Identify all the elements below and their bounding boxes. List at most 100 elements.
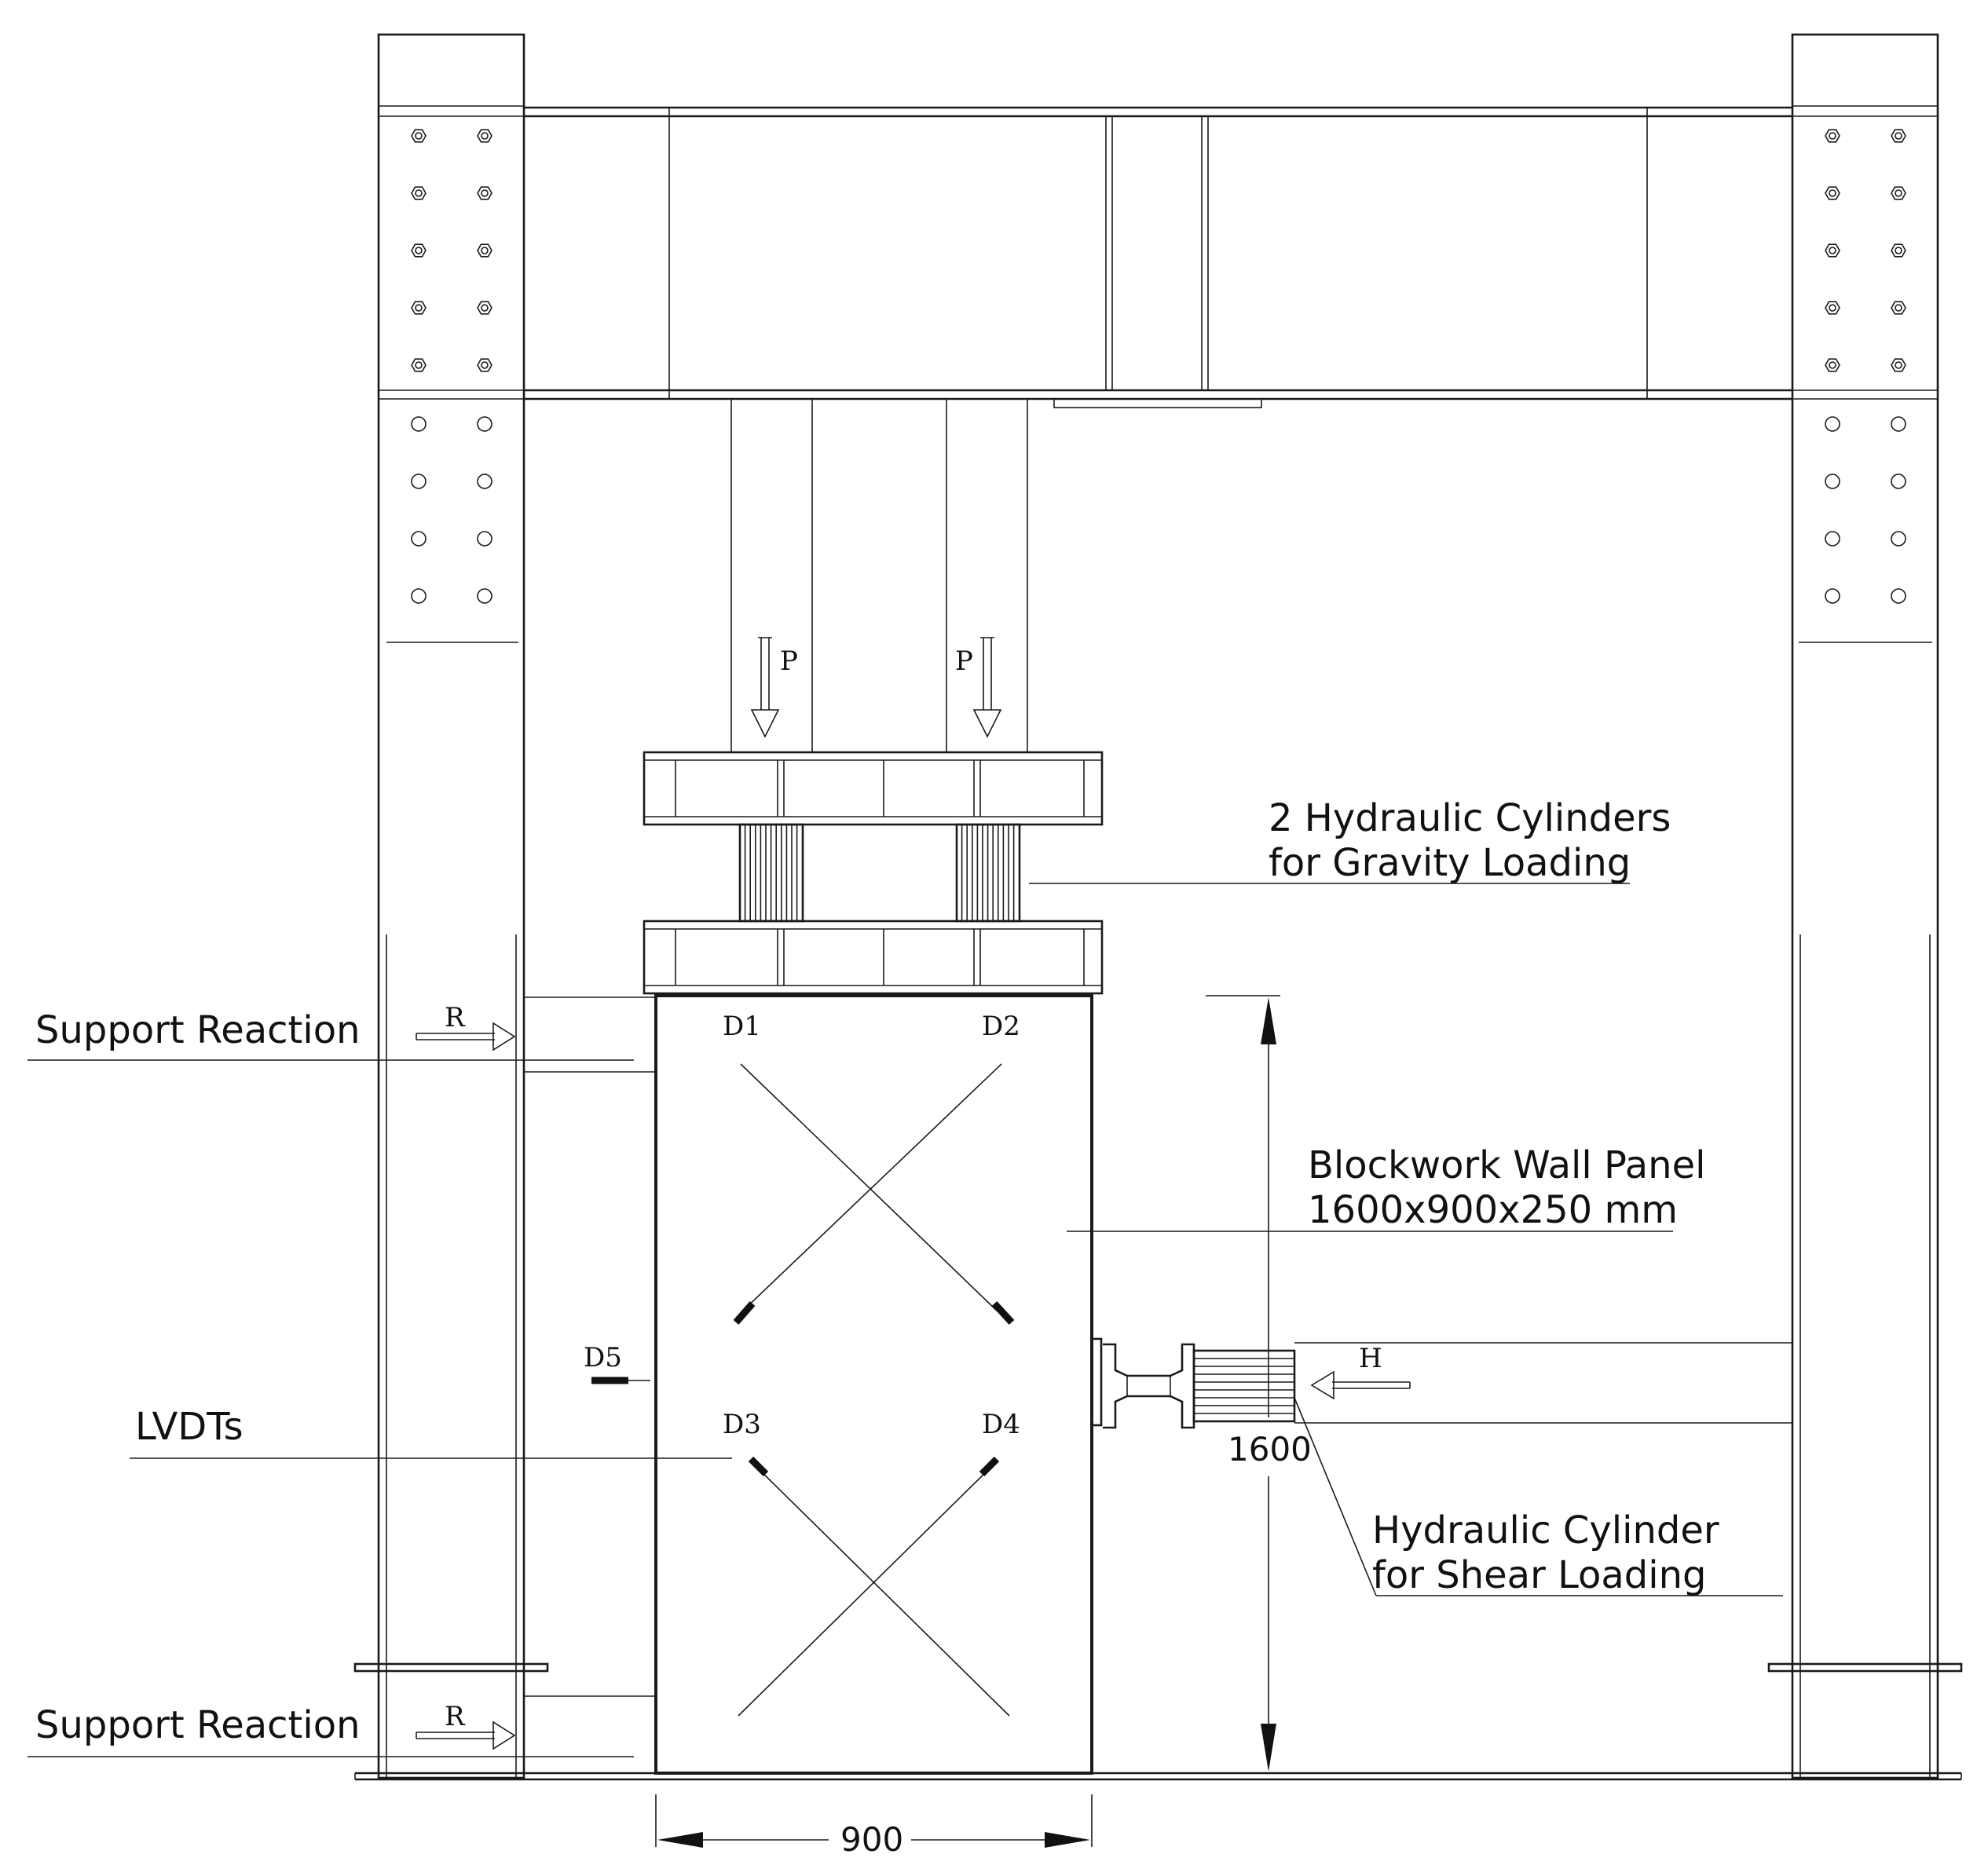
bolt-hole — [1891, 588, 1906, 604]
reaction-label-bottom: R — [445, 1701, 466, 1732]
bolt-nut — [1825, 129, 1840, 143]
bolt-nut — [411, 358, 427, 372]
bolt-hole — [411, 531, 427, 547]
bolt-shank — [481, 132, 489, 140]
gravity-cylinders-label-line1: 2 Hydraulic Cylinders — [1269, 796, 1671, 840]
bolt-hole — [477, 531, 492, 547]
bolt-hole — [1825, 531, 1840, 547]
lvdt-d4-label: D4 — [982, 1409, 1020, 1440]
bolt-nut — [411, 129, 427, 143]
bolt-nut — [411, 186, 427, 200]
lvdt-d5-label: D5 — [584, 1342, 622, 1373]
bolt-hole — [477, 474, 492, 489]
leader-lines — [27, 883, 1783, 1757]
gravity-cylinder-left — [738, 823, 804, 923]
shear-loading-assembly — [1090, 1337, 1296, 1429]
gravity-cylinder-right — [955, 823, 1021, 923]
support-reaction-label-bottom: Support Reaction — [35, 1703, 360, 1747]
bolt-nut — [1891, 186, 1906, 200]
bolt-nut — [411, 243, 427, 258]
bolt-nut — [1891, 243, 1906, 258]
reaction-arrow-bottom — [416, 1721, 516, 1750]
top-beam — [524, 106, 1792, 408]
wall-panel-label-line1: Blockwork Wall Panel — [1308, 1143, 1705, 1187]
bolt-shank — [415, 189, 423, 197]
bolt-nut — [1825, 301, 1840, 315]
bolt-shank — [1895, 132, 1902, 140]
bolt-shank — [415, 132, 423, 140]
bolt-nut — [411, 301, 427, 315]
bolt-hole — [1825, 474, 1840, 489]
gravity-load-label-right: P — [955, 645, 973, 677]
shear-cylinder-label-line1: Hydraulic Cylinder — [1372, 1508, 1719, 1552]
bolt-shank — [481, 304, 489, 312]
bolt-nut — [1825, 243, 1840, 258]
bolt-hole — [1825, 416, 1840, 432]
bolt-hole — [1825, 588, 1840, 604]
wall-panel-label-line2: 1600x900x250 mm — [1308, 1188, 1678, 1232]
upper-spreader-beam — [643, 751, 1104, 826]
height-dimension-value: 1600 — [1228, 1430, 1312, 1468]
bolt-nut — [1891, 301, 1906, 315]
reaction-label-top: R — [445, 1002, 466, 1033]
bolt-hole — [411, 474, 427, 489]
bolt-nut — [477, 186, 492, 200]
right-column — [1767, 33, 1963, 1779]
loading-posts — [730, 399, 1028, 752]
bolt-hole — [411, 416, 427, 432]
shear-load-arrow — [1310, 1370, 1411, 1400]
bolt-nut — [477, 358, 492, 372]
bolt-shank — [1829, 361, 1836, 369]
bolt-shank — [1895, 361, 1902, 369]
lvdt-diagonals — [738, 1063, 1010, 1717]
lvdt-d3-label: D3 — [723, 1409, 761, 1440]
support-reaction-label-top: Support Reaction — [35, 1008, 360, 1052]
gravity-load-arrow-left — [750, 637, 780, 738]
bolt-nut — [477, 301, 492, 315]
bolt-nut — [477, 243, 492, 258]
bolt-shank — [1829, 304, 1836, 312]
height-dimension — [1206, 995, 1280, 1774]
bolt-nut — [1891, 358, 1906, 372]
shear-cylinder-label-line2: for Shear Loading — [1372, 1553, 1706, 1597]
bolt-shank — [1829, 247, 1836, 254]
lvdts-label: LVDTs — [135, 1405, 243, 1449]
top-support-block — [524, 996, 656, 1073]
bolt-nut — [1891, 129, 1906, 143]
bolt-hole — [1891, 416, 1906, 432]
wall-panel — [654, 994, 1093, 1775]
width-dimension-value: 900 — [840, 1820, 903, 1859]
column-bolts — [411, 129, 1906, 604]
bolt-hole — [1891, 474, 1906, 489]
bolt-hole — [477, 588, 492, 604]
left-column — [353, 33, 549, 1779]
bolt-shank — [481, 361, 489, 369]
gravity-cylinders-label-line2: for Gravity Loading — [1269, 841, 1631, 885]
lvdt-d1-label: D1 — [723, 1011, 761, 1042]
bolt-shank — [415, 247, 423, 254]
bolt-nut — [1825, 186, 1840, 200]
shear-cylinder-body — [1194, 1358, 1294, 1414]
bolt-shank — [481, 247, 489, 254]
bolt-shank — [1895, 304, 1902, 312]
bolt-hole — [411, 588, 427, 604]
bolt-shank — [1829, 132, 1836, 140]
lvdt-d2-label: D2 — [982, 1011, 1020, 1042]
width-dimension — [655, 1794, 1093, 1848]
bolt-shank — [415, 361, 423, 369]
shear-reaction-beam — [1294, 1342, 1792, 1424]
bolt-shank — [1895, 189, 1902, 197]
bolt-shank — [415, 304, 423, 312]
reaction-arrow-top — [416, 1022, 516, 1051]
shear-load-label: H — [1359, 1343, 1382, 1374]
gravity-load-arrow-right — [972, 637, 1002, 738]
bolt-nut — [477, 129, 492, 143]
bolt-hole — [1891, 531, 1906, 547]
lvdt-sensors — [591, 1300, 1015, 1477]
floor-beam — [354, 1772, 1962, 1781]
bolt-shank — [1829, 189, 1836, 197]
bolt-hole — [477, 416, 492, 432]
bolt-shank — [481, 189, 489, 197]
lower-spreader-beam — [643, 920, 1104, 995]
